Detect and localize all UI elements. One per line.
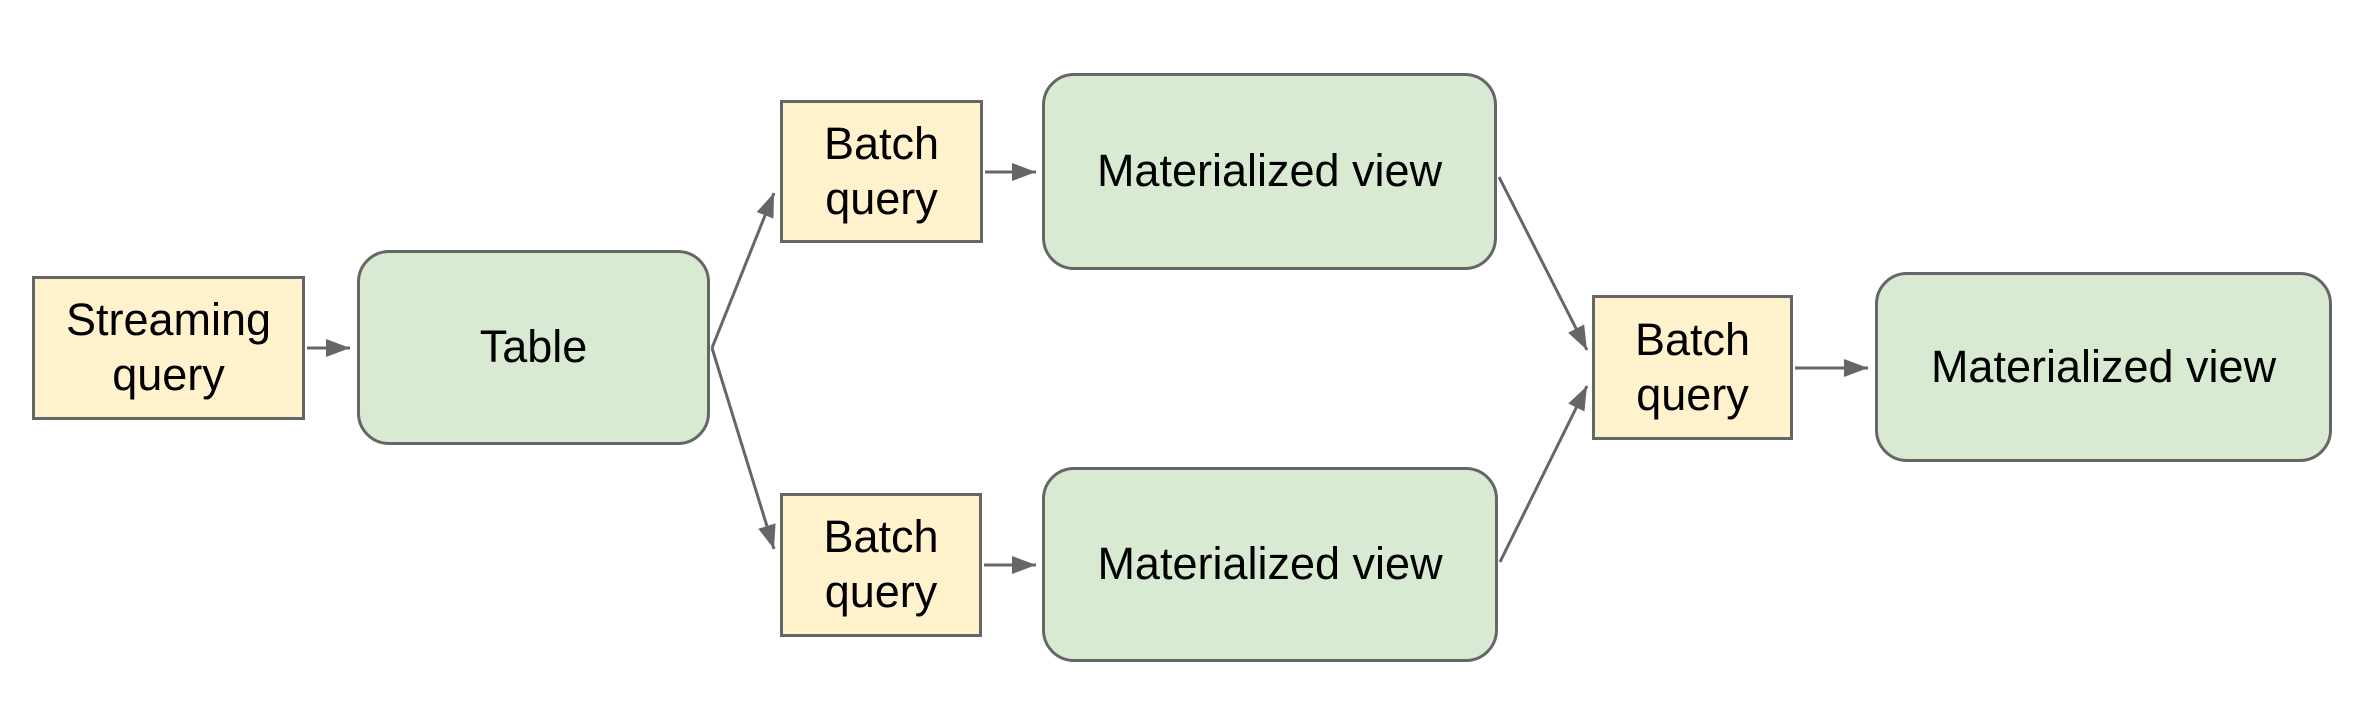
node-batch-query-top: Batch query bbox=[780, 100, 983, 243]
node-materialized-view-final-label: Materialized view bbox=[1930, 340, 2277, 392]
edge-mv-top-to-batch-final bbox=[1497, 176, 1589, 351]
node-table: Table bbox=[357, 250, 710, 445]
node-materialized-view-top: Materialized view bbox=[1042, 73, 1497, 270]
node-batch-query-top-label: Batch query bbox=[823, 117, 940, 224]
node-streaming-query-label: Streaming query bbox=[65, 294, 272, 400]
node-materialized-view-final: Materialized view bbox=[1875, 272, 2332, 462]
node-batch-query-final: Batch query bbox=[1592, 295, 1793, 440]
edge-mv-bottom-to-batch-final bbox=[1498, 385, 1589, 563]
node-materialized-view-bottom-label: Materialized view bbox=[1097, 538, 1443, 590]
node-batch-query-bottom-label: Batch query bbox=[823, 511, 939, 617]
node-streaming-query: Streaming query bbox=[32, 276, 305, 420]
node-materialized-view-bottom: Materialized view bbox=[1042, 467, 1498, 662]
edge-table-to-batch-top bbox=[710, 192, 776, 349]
node-table-label: Table bbox=[479, 321, 588, 373]
node-materialized-view-top-label: Materialized view bbox=[1096, 145, 1443, 197]
node-batch-query-bottom: Batch query bbox=[780, 493, 982, 637]
node-batch-query-final-label: Batch query bbox=[1634, 313, 1751, 420]
edge-table-to-batch-bottom bbox=[710, 347, 776, 550]
